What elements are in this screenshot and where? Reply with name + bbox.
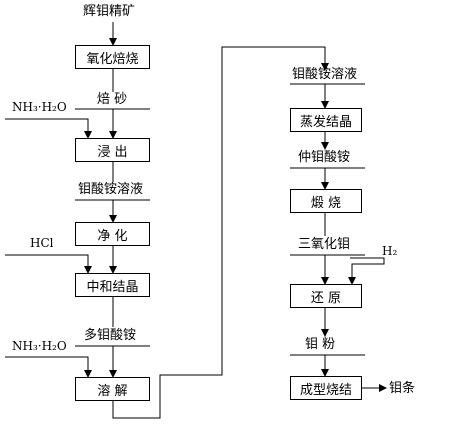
arrow-hcl-feed (5, 254, 92, 274)
reagent-hydrogen: H₂ (382, 244, 398, 258)
step-leaching: 浸 出 (75, 138, 150, 162)
reagent-ammonia-water-2: NH₃·H₂O (12, 339, 67, 353)
label-molybdenum-trioxide: 三氧化钼 (298, 237, 351, 252)
step-forming-sintering: 成型烧结 (290, 376, 362, 400)
reagent-ammonia-water-1: NH₃·H₂O (12, 100, 67, 114)
label-ammonium-paramolybdate: 仲钼酸铵 (298, 150, 351, 165)
step-evaporation-crystallization: 蒸发结晶 (290, 108, 362, 132)
step-oxidation-roasting: 氧化焙烧 (75, 45, 150, 69)
label-raw-molybdenite: 辉钼精矿 (83, 4, 136, 19)
arrow-ammonia-1-feed (5, 118, 92, 139)
label-product-molybdenum-bar: 钼条 (389, 381, 416, 396)
step-dissolution: 溶 解 (75, 377, 150, 401)
step-reduction: 还 原 (290, 284, 362, 308)
label-calcine: 焙 砂 (97, 92, 128, 107)
label-ammonium-molybdate-solution-right: 钼酸铵溶液 (292, 67, 358, 82)
label-ammonium-polymolybdate: 多钼酸铵 (84, 328, 137, 343)
arrow-hydrogen-feed (348, 257, 385, 285)
step-calcination: 煅 烧 (290, 189, 362, 213)
connector-dissolve-to-right (112, 46, 329, 419)
step-neutralization-crystallization: 中和结晶 (75, 273, 150, 297)
step-purification: 净 化 (75, 222, 150, 246)
arrow-ammonia-2-feed (5, 356, 92, 378)
label-molybdenum-powder: 钼 粉 (305, 337, 336, 352)
reagent-hydrochloric-acid: HCl (30, 236, 54, 250)
label-ammonium-molybdate-solution-left: 钼酸铵溶液 (78, 182, 144, 197)
